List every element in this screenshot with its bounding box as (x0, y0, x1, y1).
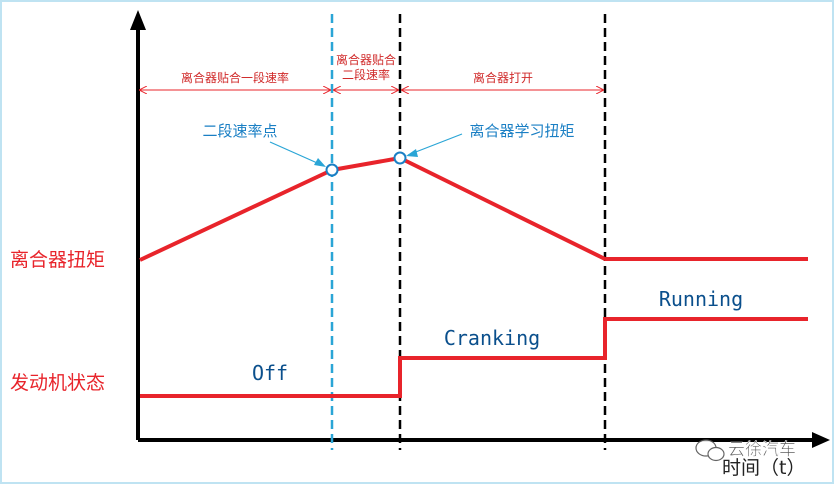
watermark-text: 云徐汽车 (728, 440, 796, 460)
engine-state-axis-label: 发动机状态 (10, 372, 105, 394)
label-seg-open: 离合器打开 (473, 70, 533, 85)
clutch-torque-axis-label: 离合器扭矩 (10, 249, 105, 271)
callout-line-second-rate (269, 141, 325, 167)
learn-torque-point-marker (393, 151, 407, 165)
label-seg-one: 离合器贴合一段速率 (181, 70, 289, 85)
watermark: 云徐汽车 (695, 439, 796, 462)
callout-arrow-second-rate-icon (314, 158, 326, 167)
phase-spans: 离合器贴合一段速率 离合器贴合 二段速率 离合器打开 (140, 52, 603, 90)
x-axis-arrow-icon (812, 432, 830, 448)
state-off-label: Off (252, 361, 288, 385)
label-learn-torque: 离合器学习扭矩 (469, 122, 574, 140)
state-cranking-label: Cranking (444, 326, 540, 350)
state-running-label: Running (659, 287, 743, 311)
engine-state-curve (140, 317, 808, 398)
wechat-icon (695, 439, 725, 462)
callouts: 二段速率点 离合器学习扭矩 (202, 122, 575, 167)
time-axis-label: 时间（t） (722, 457, 805, 479)
label-second-rate-point: 二段速率点 (202, 122, 277, 140)
callout-arrow-learn-torque-icon (406, 149, 418, 157)
second-rate-point-marker (325, 163, 339, 177)
label-seg-two-line2: 二段速率 (342, 67, 390, 82)
label-seg-two-line1: 离合器贴合 (336, 52, 396, 67)
callout-line-learn-torque (407, 133, 463, 156)
y-axis-arrow-icon (130, 10, 146, 30)
